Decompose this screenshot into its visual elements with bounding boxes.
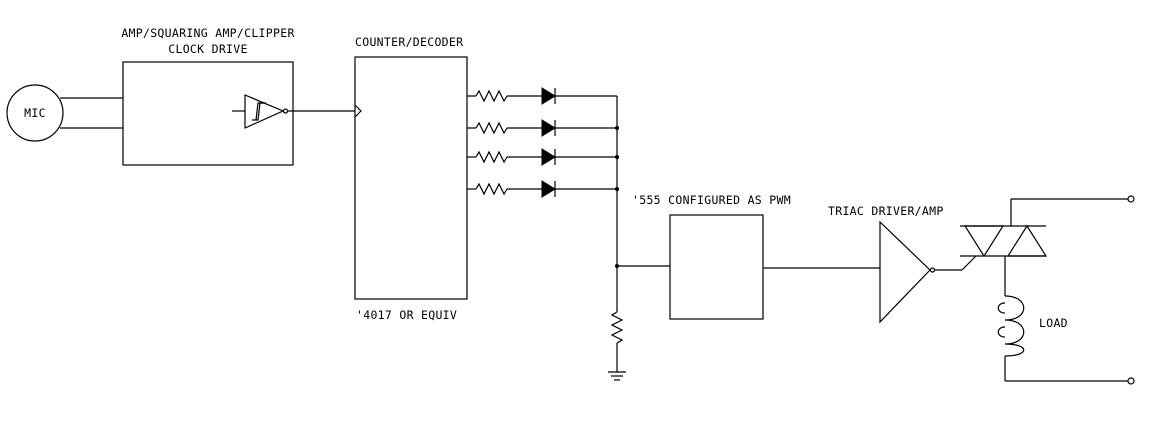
load-label: LOAD <box>1039 316 1068 330</box>
triac-icon <box>960 195 1135 296</box>
ground-icon <box>608 371 626 381</box>
terminal-top-icon <box>1127 195 1135 203</box>
diode-4-icon <box>541 180 556 198</box>
triac-driver-label: TRIAC DRIVER/AMP <box>828 204 944 218</box>
schmitt-buffer-icon <box>244 94 285 129</box>
resistor-3-icon <box>475 150 508 164</box>
resistor-2-icon <box>475 121 508 135</box>
amp-block-subtitle: CLOCK DRIVE <box>168 42 247 56</box>
counter-title: COUNTER/DECODER <box>355 35 463 49</box>
triac-driver-block: TRIAC DRIVER/AMP <box>828 204 977 324</box>
diode-1-icon <box>541 87 556 105</box>
resistor-1-icon <box>475 89 508 103</box>
amp-block-title: AMP/SQUARING AMP/CLIPPER <box>121 26 294 40</box>
microphone: MIC <box>6 84 123 142</box>
mic-label: MIC <box>24 106 46 120</box>
diode-2-icon <box>541 119 556 137</box>
diode-3-icon <box>541 148 556 166</box>
load-inductor-icon <box>1004 295 1025 357</box>
resistor-4-icon <box>475 182 508 196</box>
load-coil: LOAD <box>997 295 1135 385</box>
counter-part-label: '4017 OR EQUIV <box>356 308 457 322</box>
pwm-555-block: '555 CONFIGURED AS PWM <box>632 193 880 320</box>
driver-amp-icon <box>879 220 931 324</box>
terminal-bottom-icon <box>1127 377 1135 385</box>
pwm-label: '555 CONFIGURED AS PWM <box>632 193 791 207</box>
amp-block: AMP/SQUARING AMP/CLIPPER CLOCK DRIVE <box>121 26 362 166</box>
resistor-diode-ladder <box>467 87 670 381</box>
pulldown-resistor-icon <box>610 311 624 344</box>
counter-decoder-block: COUNTER/DECODER '4017 OR EQUIV <box>354 35 468 322</box>
